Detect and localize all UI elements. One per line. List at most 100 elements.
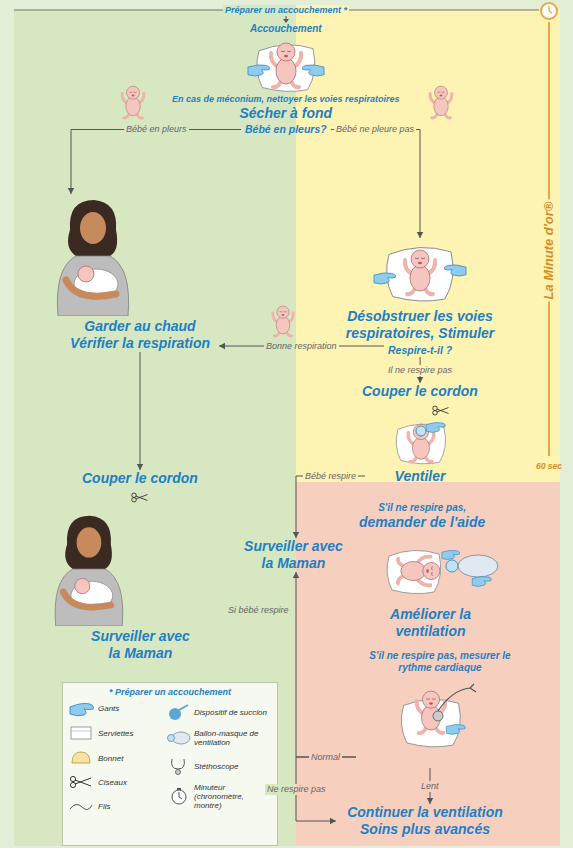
drying-illustration [248,43,324,91]
arrow-head [293,572,299,578]
decision-point: Respire-t-il ? [384,344,456,357]
step-text: Couper le cordon [362,383,478,400]
flow-arrow [137,352,143,470]
legend-text: Dispositif de succion [194,708,267,717]
clock-hands [549,6,552,13]
arrow-head [68,188,74,194]
branch-label: Normal [309,752,342,763]
flow-line [140,352,141,470]
branch-label: Lent [419,781,441,792]
baby [398,557,440,586]
glove [446,725,465,735]
legend-icon-part [71,731,91,732]
step-box: S'il ne respire pas,demander de l'aide [355,502,489,531]
step-box: Couper le cordon [78,470,202,487]
legend-icon [166,757,192,775]
towel [387,248,453,302]
mask [446,560,458,572]
branch-label: Il ne respire pas [386,365,454,376]
legend-icon-part [176,770,181,775]
bag [458,555,498,577]
mask [416,426,426,436]
branch-label: Bébé en pleurs [124,124,189,135]
step-text: Respire-t-il ? [388,344,452,357]
arrow-head [219,343,225,349]
legend-icon-part [179,792,182,799]
flow-arrow [331,130,423,239]
bottom-strip [0,848,573,862]
legend-text: Ballon-masque de ventilation [194,729,272,747]
crying-baby [122,86,144,118]
flow-line [296,476,365,538]
step-box: Accouchement [246,23,326,35]
legend-icon-part [72,752,90,763]
flow-line [296,572,356,757]
step-text: Couper le cordon [82,470,198,487]
arrow-head [417,377,423,383]
glove [302,65,324,76]
branch-label: Si bébé respire [226,605,291,616]
golden-minute-bar [541,3,557,456]
legend-text: Fils [98,802,110,811]
step-text: Accouchement [250,23,322,35]
legend-text: Serviettes [98,729,134,738]
step-text: Désobstruer les voies respiratoires, Sti… [340,308,500,342]
legend-text: Stéthoscope [194,762,238,771]
glove [472,577,491,587]
glove [248,65,270,76]
flow-line [331,130,420,239]
step-box: Continuer la ventilation Soins plus avan… [336,804,514,838]
legend-text: Ciseaux [98,778,127,787]
legend-icon-part [179,705,188,710]
legend-icon [68,749,94,767]
legend-icon [166,787,192,805]
clock-icon [541,3,557,19]
ventilation-illustration [396,423,445,464]
branch-label: Bébé respire [303,471,358,482]
legend-icon-part [70,776,75,781]
stimulation-illustration [374,248,466,302]
yellow-zone [296,10,560,482]
baby [271,43,301,87]
start-arrow-head [283,19,289,23]
glove [426,423,445,433]
step-text: Améliorer la ventilation [383,606,478,640]
decision-point: Bébé en pleurs? [241,123,331,136]
step-text: S'il ne respire pas, [359,502,485,514]
flow-arrow [68,130,241,195]
flow-arrow [293,476,365,538]
branch-label: Ne respire pas [265,784,328,795]
arrow-head [293,532,299,538]
step-text: Surveiller avec la Maman [241,538,346,572]
baby [405,250,435,294]
arrow-head [417,232,423,238]
step-text: demander de l'aide [359,514,485,531]
step-box: Couper le cordon [358,383,482,400]
glove [444,265,466,276]
step-text: Ventiler [369,468,471,485]
glove [442,550,460,559]
legend-icon-part [70,782,75,787]
scissors-icon [132,493,148,502]
bag-mask-illustration [387,550,498,593]
step-text: S'il ne respire pas, mesurer le rythme c… [360,650,520,674]
branch-label: Bébé ne pleure pas [334,124,416,135]
flow-arrow [293,572,356,757]
legend-icon-part [75,778,91,786]
quiet-baby [430,86,452,118]
time-label: La Minute d'or® [541,200,556,302]
arrow-head [330,818,336,824]
step-text: Bébé en pleurs? [245,123,327,136]
title: Préparer un accouchement * [223,5,349,16]
legend-title: * Préparer un accouchement [107,687,233,698]
step-text: Surveiller avec la Maman [88,628,193,662]
step-box: S'il ne respire pas, mesurer le rythme c… [356,650,524,768]
mother-with-baby [55,516,123,626]
step-text: Sécher à fond [172,105,400,122]
mother-with-baby [57,200,128,316]
step-box: Désobstruer les voies respiratoires, Sti… [336,238,504,342]
stethoscope-head [433,711,443,721]
time-label: 60 sec [534,461,564,471]
baby [417,691,446,733]
